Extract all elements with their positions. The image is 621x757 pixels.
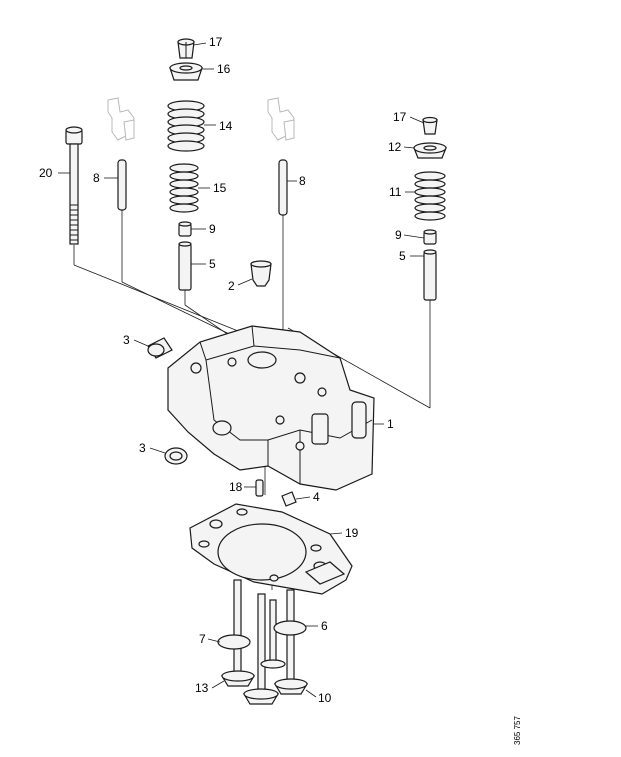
callout-10: 10 [318,691,332,705]
rocker-arm-ghost-right [267,97,295,141]
callout-8-right: 8 [299,174,306,188]
valve-cotters-right [422,116,438,135]
spring-retainer-right [413,142,447,159]
callout-18: 18 [229,480,243,494]
intake-valve [220,579,256,687]
pushrod-left [117,159,127,211]
callout-labels: 17 16 14 15 9 5 20 8 8 2 17 12 11 9 5 3 … [39,35,407,705]
cylinder-head [167,325,375,491]
sealing-plug-lower [164,447,188,465]
callout-17-left: 17 [209,35,223,49]
callout-13: 13 [195,681,209,695]
rocker-arm-ghost-left [107,97,135,141]
small-plug [281,491,297,507]
valve-spring-right [414,171,446,221]
outer-valve-spring [167,100,205,152]
valve-seat-ring-left [217,634,251,650]
callout-17-right: 17 [393,110,407,124]
callout-12: 12 [388,140,402,154]
valve-stem-seal-left [178,221,192,237]
center-valve-a [242,593,280,705]
valve-cotters-left [177,38,195,59]
pushrod-right [278,159,288,216]
callout-15: 15 [213,181,227,195]
callout-5-left: 5 [209,257,216,271]
valve-guide-right [423,249,437,301]
callout-3-upper: 3 [123,333,130,347]
callout-14: 14 [219,119,233,133]
inner-valve-spring [169,163,199,213]
injector-sleeve [250,260,272,287]
callout-5-right: 5 [399,249,406,263]
drawing-reference-number: 365 757 [513,716,522,745]
callout-11: 11 [389,185,402,199]
callout-8-left: 8 [93,171,100,185]
callout-16: 16 [217,62,231,76]
callout-9-right: 9 [395,228,402,242]
valve-seat-ring-right [273,620,307,636]
callout-3-lower: 3 [139,441,146,455]
callout-6: 6 [321,619,328,633]
sealing-plug-upper [147,337,173,359]
callout-2: 2 [228,279,235,293]
cylinder-head-bolt [65,126,83,245]
callout-1: 1 [387,417,394,431]
cylinder-head-gasket [189,503,353,595]
callout-9-left: 9 [209,222,216,236]
callout-leaders [58,42,425,698]
exhaust-valve [273,589,309,695]
callout-19: 19 [345,526,359,540]
callout-20: 20 [39,166,53,180]
center-valve-b [260,599,286,669]
spring-retainer-left [169,62,203,81]
dowel-pin [255,479,264,497]
callout-7: 7 [199,632,206,646]
valve-guide-left [178,241,192,291]
callout-4: 4 [313,490,320,504]
valve-stem-seal-right [423,229,437,245]
